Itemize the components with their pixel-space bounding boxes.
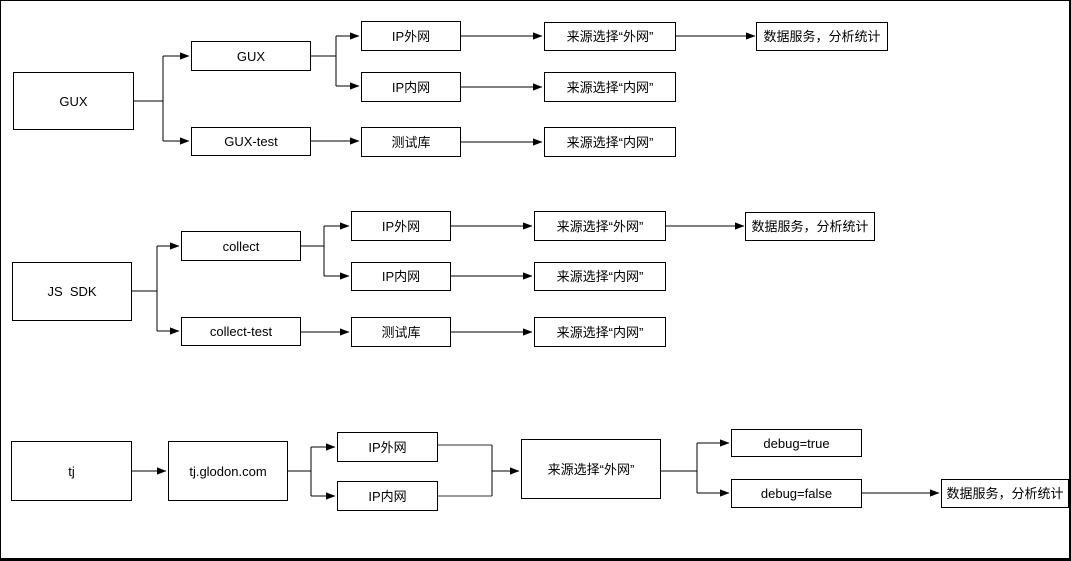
node-debug-false: debug=false: [731, 479, 862, 508]
connector: [134, 56, 164, 141]
node-ip-internal-1: IP内网: [361, 72, 461, 102]
node-gux-env: GUX: [191, 41, 311, 71]
node-source-internal-2a: 来源选择“内网”: [534, 262, 666, 291]
node-gux-test-env: GUX-test: [191, 127, 311, 156]
node-ip-internal-3: IP内网: [337, 481, 438, 511]
node-source-internal-2b: 来源选择“内网”: [534, 317, 666, 347]
node-ip-external-2: IP外网: [351, 211, 451, 241]
node-data-service-1: 数据服务，分析统计: [756, 22, 888, 51]
node-debug-true: debug=true: [731, 429, 862, 457]
node-data-service-2: 数据服务，分析统计: [745, 212, 875, 241]
node-ip-external-1: IP外网: [361, 21, 461, 51]
node-source-external-1: 来源选择“外网”: [544, 22, 676, 51]
node-test-db-2: 测试库: [351, 317, 451, 347]
connector: [301, 226, 325, 276]
node-tj-glodon-com: tj.glodon.com: [168, 441, 288, 501]
node-tj: tj: [11, 441, 132, 501]
node-gux: GUX: [13, 72, 134, 130]
node-collect-test: collect-test: [181, 317, 301, 346]
node-source-external-3: 来源选择“外网”: [521, 439, 661, 499]
node-source-internal-1a: 来源选择“内网”: [544, 72, 676, 102]
connector: [311, 36, 337, 86]
node-ip-external-3: IP外网: [337, 432, 438, 462]
node-collect: collect: [181, 231, 301, 261]
connector: [132, 246, 158, 331]
node-ip-internal-2: IP内网: [351, 262, 451, 291]
connector: [661, 443, 698, 493]
node-source-external-2: 来源选择“外网”: [534, 211, 666, 241]
node-js-sdk: JS SDK: [12, 262, 132, 321]
node-test-db-1: 测试库: [361, 127, 461, 157]
node-source-internal-1b: 来源选择“内网”: [544, 127, 676, 157]
node-data-service-3: 数据服务，分析统计: [941, 479, 1069, 508]
connector: [288, 447, 312, 496]
